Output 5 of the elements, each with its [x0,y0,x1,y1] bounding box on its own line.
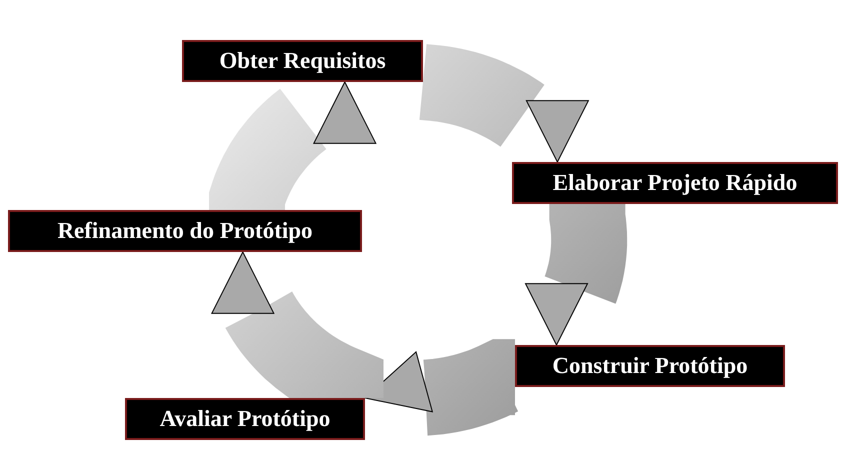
step-label: Obter Requisitos [182,40,423,82]
step-label: Refinamento do Protótipo [8,210,362,252]
step-label: Elaborar Projeto Rápido [512,162,838,204]
step-label: Avaliar Protótipo [125,398,365,440]
step-label: Construir Protótipo [515,345,785,387]
